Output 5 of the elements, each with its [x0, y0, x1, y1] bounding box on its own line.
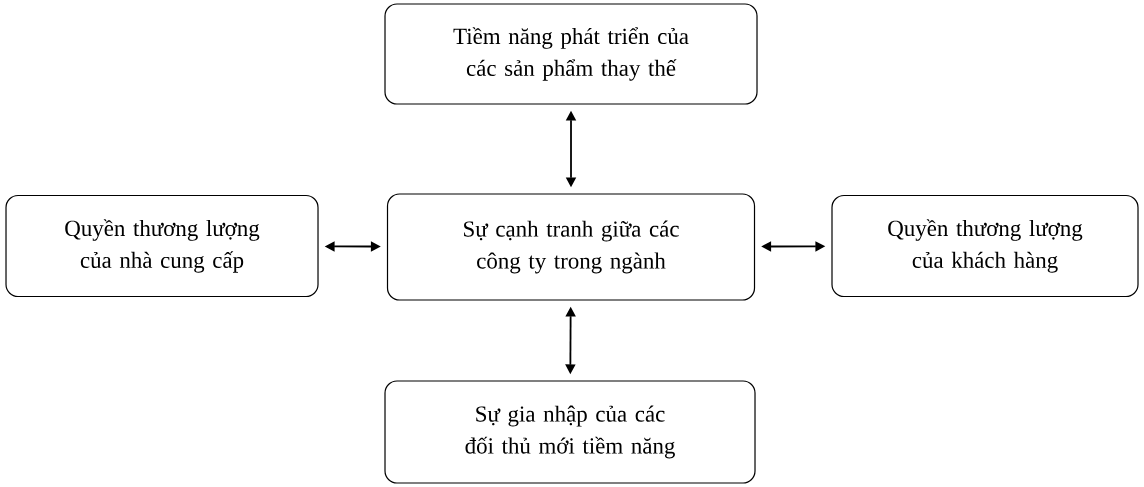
process-box: Sự cạnh tranh giữa các công ty trong ngành [386, 193, 756, 301]
process-box: Tiềm năng phát triển của các sản phẩm thay thế [384, 3, 758, 105]
process-box: Sự gia nhập của các đối thủ mới tiềm năng [384, 380, 756, 484]
process-box: Quyền thương lượng của nhà cung cấp [5, 194, 319, 298]
process-box: Quyền thương lượng của khách hàng [831, 194, 1139, 298]
